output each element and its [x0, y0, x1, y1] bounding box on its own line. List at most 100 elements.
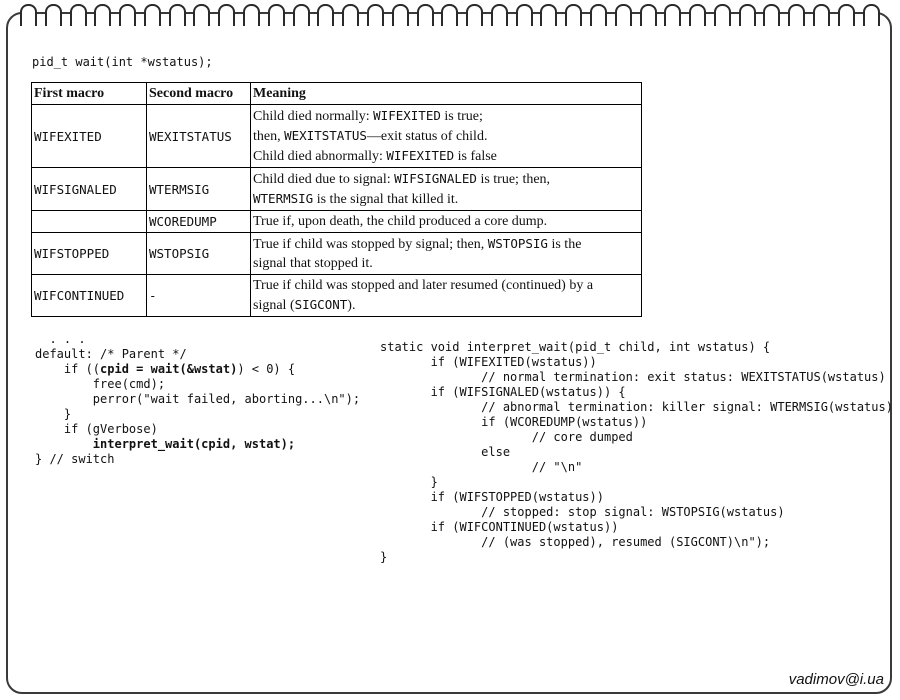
spiral-loop: [540, 4, 558, 26]
header-second-macro: Second macro: [146, 82, 251, 105]
code-line: // abnormal termination: killer signal: …: [380, 400, 893, 415]
code-text: ) < 0) {: [237, 362, 296, 376]
second-macro-cell: WSTOPSIG: [146, 232, 251, 275]
code-text: else: [380, 445, 511, 459]
code-text: if (WIFSIGNALED(wstatus)) {: [380, 385, 626, 399]
spiral-binding: [20, 4, 880, 30]
spiral-loop: [639, 4, 657, 26]
code-text: if (WIFEXITED(wstatus)): [380, 355, 597, 369]
code-line: interpret_wait(cpid, wstat);: [35, 437, 360, 452]
code-line: if ((cpid = wait(&wstat)) < 0) {: [35, 362, 360, 377]
spiral-loop: [738, 4, 756, 26]
code-text: // (was stopped), resumed (SIGCONT)\n");: [380, 535, 771, 549]
spiral-loop: [490, 4, 508, 26]
meaning-text: WSTOPSIG: [487, 236, 548, 251]
meaning-line: Child died due to signal: WIFSIGNALED is…: [253, 169, 639, 189]
spiral-loop: [813, 4, 830, 26]
code-text: default: /* Parent */: [35, 347, 187, 361]
spiral-loop: [168, 4, 186, 26]
spiral-loop: [788, 4, 806, 26]
code-line: // core dumped: [380, 430, 893, 445]
meaning-cell: Child died due to signal: WIFSIGNALED is…: [250, 167, 642, 211]
spiral-loop: [837, 4, 855, 26]
code-text: if (WIFSTOPPED(wstatus)): [380, 490, 604, 504]
table-row: WIFSIGNALED WTERMSIG Child died due to s…: [31, 167, 642, 211]
second-macro-cell: WCOREDUMP: [146, 210, 251, 233]
spiral-loop: [292, 4, 310, 26]
spiral-loop: [317, 4, 335, 26]
code-text: interpret_wait(cpid, wstat);: [92, 437, 296, 451]
meaning-text: SIGCONT: [294, 297, 348, 312]
code-text: // core dumped: [380, 430, 633, 444]
code-line: . . .: [35, 332, 360, 347]
meaning-line: True if child was stopped and later resu…: [253, 276, 639, 295]
meaning-text: WIFEXITED: [386, 148, 455, 163]
code-text: } // switch: [35, 452, 115, 466]
second-macro-cell: WEXITSTATUS: [146, 104, 251, 168]
code-text: }: [380, 475, 438, 489]
code-line: static void interpret_wait(pid_t child, …: [380, 340, 893, 355]
spiral-loop: [69, 4, 87, 26]
code-line: else: [380, 445, 893, 460]
code-text: // normal termination: exit status: WEXI…: [380, 370, 886, 384]
meaning-text: WIFSIGNALED: [394, 171, 477, 186]
code-line: default: /* Parent */: [35, 347, 360, 362]
spiral-loop: [119, 4, 137, 26]
first-macro-cell: WIFSTOPPED: [31, 232, 147, 275]
spiral-loop: [565, 4, 583, 26]
code-line: if (gVerbose): [35, 422, 360, 437]
meaning-text: True if child was stopped and later resu…: [253, 278, 594, 293]
parent-wait-code: . . .default: /* Parent */ if ((cpid = w…: [35, 332, 360, 467]
spiral-loop: [713, 4, 731, 26]
code-line: if (WIFCONTINUED(wstatus)): [380, 520, 893, 535]
meaning-text: ).: [347, 298, 356, 313]
code-text: if (WIFCONTINUED(wstatus)): [380, 520, 619, 534]
meaning-line: Child died abnormally: WIFEXITED is fals…: [253, 146, 639, 166]
meaning-text: True if child was stopped by signal; the…: [253, 237, 488, 252]
wait-macros-table: First macro Second macro Meaning WIFEXIT…: [31, 82, 642, 317]
spiral-loop: [44, 4, 62, 26]
spiral-loop: [218, 4, 236, 26]
second-macro-cell: -: [146, 274, 251, 317]
meaning-line: True if child was stopped by signal; the…: [253, 234, 639, 254]
meaning-text: signal (: [253, 298, 295, 313]
spiral-loop: [94, 4, 112, 26]
table-row: WCOREDUMP True if, upon death, the child…: [31, 210, 642, 233]
code-text: // "\n": [380, 460, 583, 474]
author-email: vadimov@i.ua: [788, 671, 884, 688]
meaning-text: Child died due to signal:: [253, 172, 395, 187]
first-macro-cell: WIFEXITED: [31, 104, 147, 168]
code-line: // "\n": [380, 460, 893, 475]
spiral-loop: [391, 4, 409, 26]
meaning-text: True if, upon death, the child produced …: [253, 214, 548, 229]
code-line: if (WIFSTOPPED(wstatus)): [380, 490, 893, 505]
meaning-text: WEXITSTATUS: [284, 128, 367, 143]
meaning-text: is false: [454, 149, 497, 164]
code-text: // abnormal termination: killer signal: …: [380, 400, 893, 414]
meaning-text: —exit status of child.: [366, 129, 488, 144]
meaning-text: WTERMSIG: [253, 191, 314, 206]
table-row: WIFEXITED WEXITSTATUS Child died normall…: [31, 104, 642, 168]
spiral-loop: [862, 4, 880, 26]
code-text: static void interpret_wait(pid_t child, …: [380, 340, 771, 354]
meaning-text: is the: [547, 237, 582, 252]
spiral-loop: [589, 4, 607, 26]
meaning-line: True if, upon death, the child produced …: [253, 212, 639, 231]
meaning-line: signal (SIGCONT).: [253, 295, 639, 315]
meaning-text: Child died normally:: [253, 109, 374, 124]
code-line: }: [35, 407, 360, 422]
code-text: if (WCOREDUMP(wstatus)): [380, 415, 648, 429]
meaning-text: then,: [253, 129, 285, 144]
meaning-cell: True if child was stopped and later resu…: [250, 274, 642, 317]
first-macro-cell: WIFCONTINUED: [31, 274, 147, 317]
code-line: // normal termination: exit status: WEXI…: [380, 370, 893, 385]
code-text: if ((: [35, 362, 101, 376]
spiral-loop: [515, 4, 533, 26]
table-row: WIFCONTINUED - True if child was stopped…: [31, 274, 642, 317]
code-text: cpid = wait(&wstat): [100, 362, 238, 376]
spiral-loop: [20, 4, 37, 26]
second-macro-cell: WTERMSIG: [146, 167, 251, 211]
code-line: free(cmd);: [35, 377, 360, 392]
code-line: if (WIFEXITED(wstatus)): [380, 355, 893, 370]
code-line: } // switch: [35, 452, 360, 467]
